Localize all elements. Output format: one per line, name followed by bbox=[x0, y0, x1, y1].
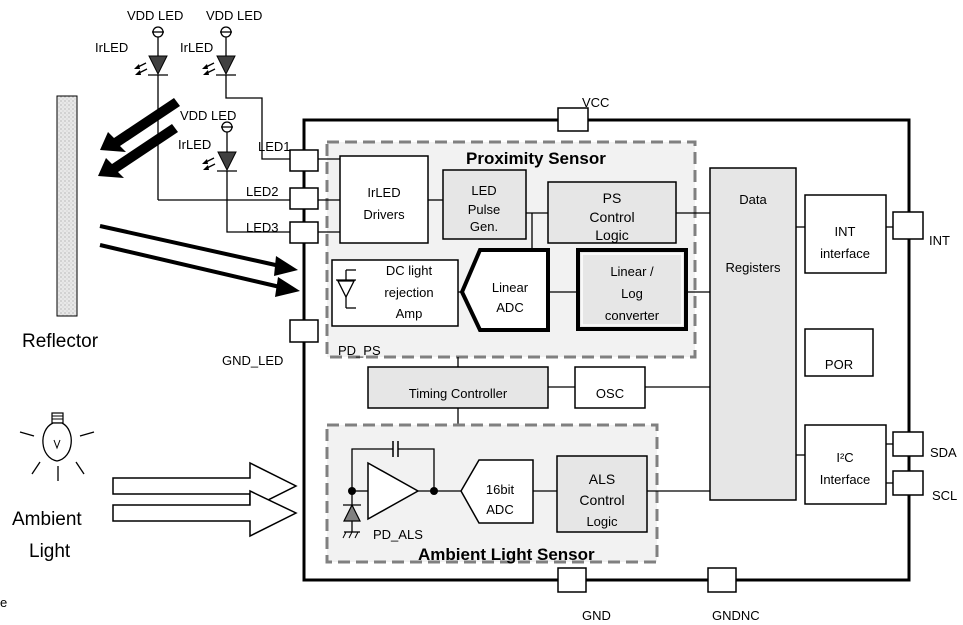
proximity-title: Proximity Sensor bbox=[466, 149, 606, 168]
pd-ps-diode-icon bbox=[336, 280, 356, 299]
chip-boundary bbox=[302, 118, 911, 582]
pin-led1-label: LED1 bbox=[258, 139, 291, 154]
pin-gnd-led bbox=[289, 319, 319, 343]
als-adc-line1: 16bit bbox=[486, 482, 515, 497]
stray-character: e bbox=[0, 595, 7, 610]
linlog-line1: Linear / bbox=[610, 264, 654, 279]
pin-sda-label: SDA bbox=[930, 445, 957, 460]
ambient-light-arrows bbox=[112, 461, 298, 538]
pin-led3 bbox=[289, 221, 319, 244]
led-emission-arrows bbox=[134, 62, 216, 170]
data-registers-line1: Data bbox=[739, 192, 767, 207]
pin-led1 bbox=[289, 149, 319, 172]
dc-light-line2: rejection bbox=[384, 285, 433, 300]
i2c-line1: I²C bbox=[836, 450, 853, 465]
ambient-label-line1: Ambient bbox=[12, 509, 82, 530]
irled-drivers-block bbox=[339, 155, 429, 244]
irled-drivers-line1: IrLED bbox=[367, 185, 400, 200]
por-label: POR bbox=[825, 357, 853, 372]
led-pulse-gen-block bbox=[442, 169, 527, 240]
ps-control-line2: Control bbox=[589, 209, 634, 225]
ir-led-icon-2 bbox=[216, 55, 236, 76]
als-adc-line2: ADC bbox=[486, 502, 513, 517]
int-interface-line1: INT bbox=[835, 224, 856, 239]
int-interface-line2: interface bbox=[820, 246, 870, 261]
ambient-title: Ambient Light Sensor bbox=[418, 545, 595, 564]
emitted-light-arrows bbox=[98, 98, 180, 178]
pin-sda bbox=[892, 431, 924, 457]
pin-int-label: INT bbox=[929, 233, 950, 248]
irled-label-3: IrLED bbox=[178, 137, 211, 152]
als-control-logic-block bbox=[556, 455, 648, 533]
pin-led2 bbox=[289, 187, 319, 210]
dc-light-rejection-amp-block bbox=[331, 259, 459, 327]
irled-label-1: IrLED bbox=[95, 40, 128, 55]
linear-adc-line1: Linear bbox=[492, 280, 529, 295]
led-pulse-line3: Gen. bbox=[470, 219, 498, 234]
led-supply-network: VDD LED VDD LED IrLED IrLED VDD LED bbox=[95, 8, 304, 233]
data-registers-block bbox=[709, 167, 797, 501]
led-pulse-line2: Pulse bbox=[468, 202, 501, 217]
data-registers-line2: Registers bbox=[726, 260, 781, 275]
linear-adc-line2: ADC bbox=[496, 300, 523, 315]
reflector-label: Reflector bbox=[22, 331, 99, 352]
vdd-led-label-1: VDD LED bbox=[127, 8, 183, 23]
osc-label: OSC bbox=[596, 386, 624, 401]
op-amp-icon bbox=[367, 461, 420, 521]
pin-scl-label: SCL bbox=[932, 488, 957, 503]
als-control-line1: ALS bbox=[589, 471, 615, 487]
timing-controller-label: Timing Controller bbox=[409, 386, 508, 401]
pin-led3-label: LED3 bbox=[246, 220, 279, 235]
pin-gnd-led-label: GND_LED bbox=[222, 353, 283, 368]
ps-control-logic-block bbox=[547, 181, 677, 244]
ps-control-line3: Logic bbox=[595, 227, 628, 243]
por-block bbox=[804, 328, 874, 377]
reflected-light-arrows bbox=[99, 224, 300, 297]
timing-controller-block bbox=[367, 366, 549, 409]
linear-log-converter-block bbox=[576, 248, 688, 331]
osc-block bbox=[574, 366, 646, 409]
als-control-line2: Control bbox=[579, 492, 624, 508]
junction-dot-2 bbox=[430, 487, 438, 495]
pin-gndnc-label: GNDNC bbox=[712, 608, 760, 623]
pin-vcc bbox=[557, 107, 589, 132]
proximity-wiring bbox=[318, 158, 710, 293]
pin-int bbox=[892, 211, 924, 240]
reflector-bar bbox=[56, 95, 78, 317]
ps-control-line1: PS bbox=[603, 190, 622, 206]
int-interface-block bbox=[804, 194, 887, 274]
pd-ps-label: PD_PS bbox=[338, 343, 381, 358]
dc-light-line3: Amp bbox=[396, 306, 423, 321]
ir-led-icon-1 bbox=[148, 55, 168, 76]
lightbulb-icon bbox=[19, 412, 95, 481]
vdd-led-label-3: VDD LED bbox=[180, 108, 236, 123]
chip-pins bbox=[289, 107, 924, 593]
vdd-led-label-2: VDD LED bbox=[206, 8, 262, 23]
ir-led-icon-3 bbox=[217, 151, 237, 172]
pin-gnd bbox=[557, 567, 587, 593]
irled-drivers-line2: Drivers bbox=[363, 207, 405, 222]
linear-adc-block bbox=[459, 248, 550, 332]
pin-gndnc bbox=[707, 567, 737, 593]
als-control-line3: Logic bbox=[586, 514, 618, 529]
pin-led2-label: LED2 bbox=[246, 184, 279, 199]
core-wiring bbox=[457, 226, 893, 484]
dc-light-line1: DC light bbox=[386, 263, 433, 278]
i2c-interface-block bbox=[804, 424, 887, 505]
als-amplifier bbox=[342, 441, 461, 539]
pd-als-label: PD_ALS bbox=[373, 527, 423, 542]
ambient-label-line2: Light bbox=[29, 541, 71, 562]
pin-gnd-label: GND bbox=[582, 608, 611, 623]
led-pulse-line1: LED bbox=[471, 183, 496, 198]
linlog-line2: Log bbox=[621, 286, 643, 301]
vcc-label: VCC bbox=[582, 95, 609, 110]
irled-label-2: IrLED bbox=[180, 40, 213, 55]
i2c-line2: Interface bbox=[820, 472, 871, 487]
linlog-line3: converter bbox=[605, 308, 660, 323]
pin-scl bbox=[892, 470, 924, 496]
